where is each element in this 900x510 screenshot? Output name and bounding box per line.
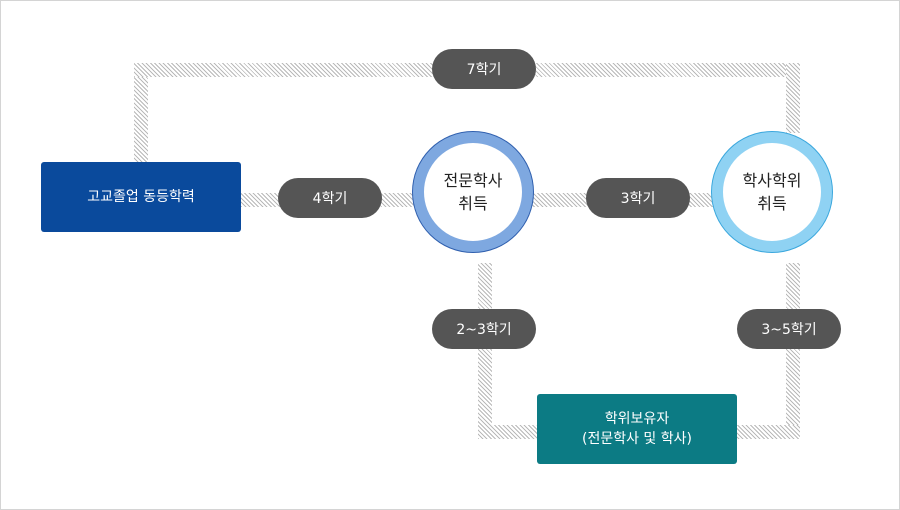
bachelor-to-holder-pill-label: 3~5학기 bbox=[761, 322, 817, 338]
degree-holder-box: 학위보유자 (전문학사 및 학사) bbox=[537, 394, 737, 464]
associate-degree-circle: 전문학사 취득 bbox=[413, 132, 533, 252]
bachelor-circle-line2: 취득 bbox=[757, 194, 787, 213]
associate-to-holder-pill-label: 2~3학기 bbox=[456, 322, 512, 338]
degree-holder-line1: 학위보유자 bbox=[604, 411, 670, 427]
bottom-right-horizontal bbox=[734, 425, 800, 439]
associate-to-bachelor-pill: 3학기 bbox=[586, 178, 690, 218]
top-route-pill-label: 7학기 bbox=[466, 62, 502, 78]
bachelor-to-holder-pill: 3~5학기 bbox=[737, 309, 841, 349]
associate-down-vertical bbox=[478, 263, 492, 439]
associate-circle-line1: 전문학사 bbox=[443, 171, 503, 190]
start-box: 고교졸업 동등학력 bbox=[41, 162, 241, 232]
bachelor-degree-circle: 학사학위 취득 bbox=[712, 132, 832, 252]
associate-to-bachelor-pill-label: 3학기 bbox=[620, 191, 656, 207]
start-to-associate-pill-label: 4학기 bbox=[312, 191, 348, 207]
associate-to-holder-pill: 2~3학기 bbox=[432, 309, 536, 349]
start-to-associate-pill: 4학기 bbox=[278, 178, 382, 218]
start-box-label: 고교졸업 동등학력 bbox=[87, 189, 195, 205]
bottom-left-horizontal bbox=[478, 425, 540, 439]
associate-circle-line2: 취득 bbox=[458, 194, 488, 213]
degree-holder-line2: (전문학사 및 학사) bbox=[582, 431, 692, 447]
top-route-right-vertical bbox=[786, 63, 800, 133]
top-route-pill: 7학기 bbox=[432, 49, 536, 89]
top-route-left-vertical bbox=[134, 63, 148, 163]
bachelor-circle-line1: 학사학위 bbox=[742, 171, 802, 190]
bachelor-down-vertical bbox=[786, 263, 800, 439]
